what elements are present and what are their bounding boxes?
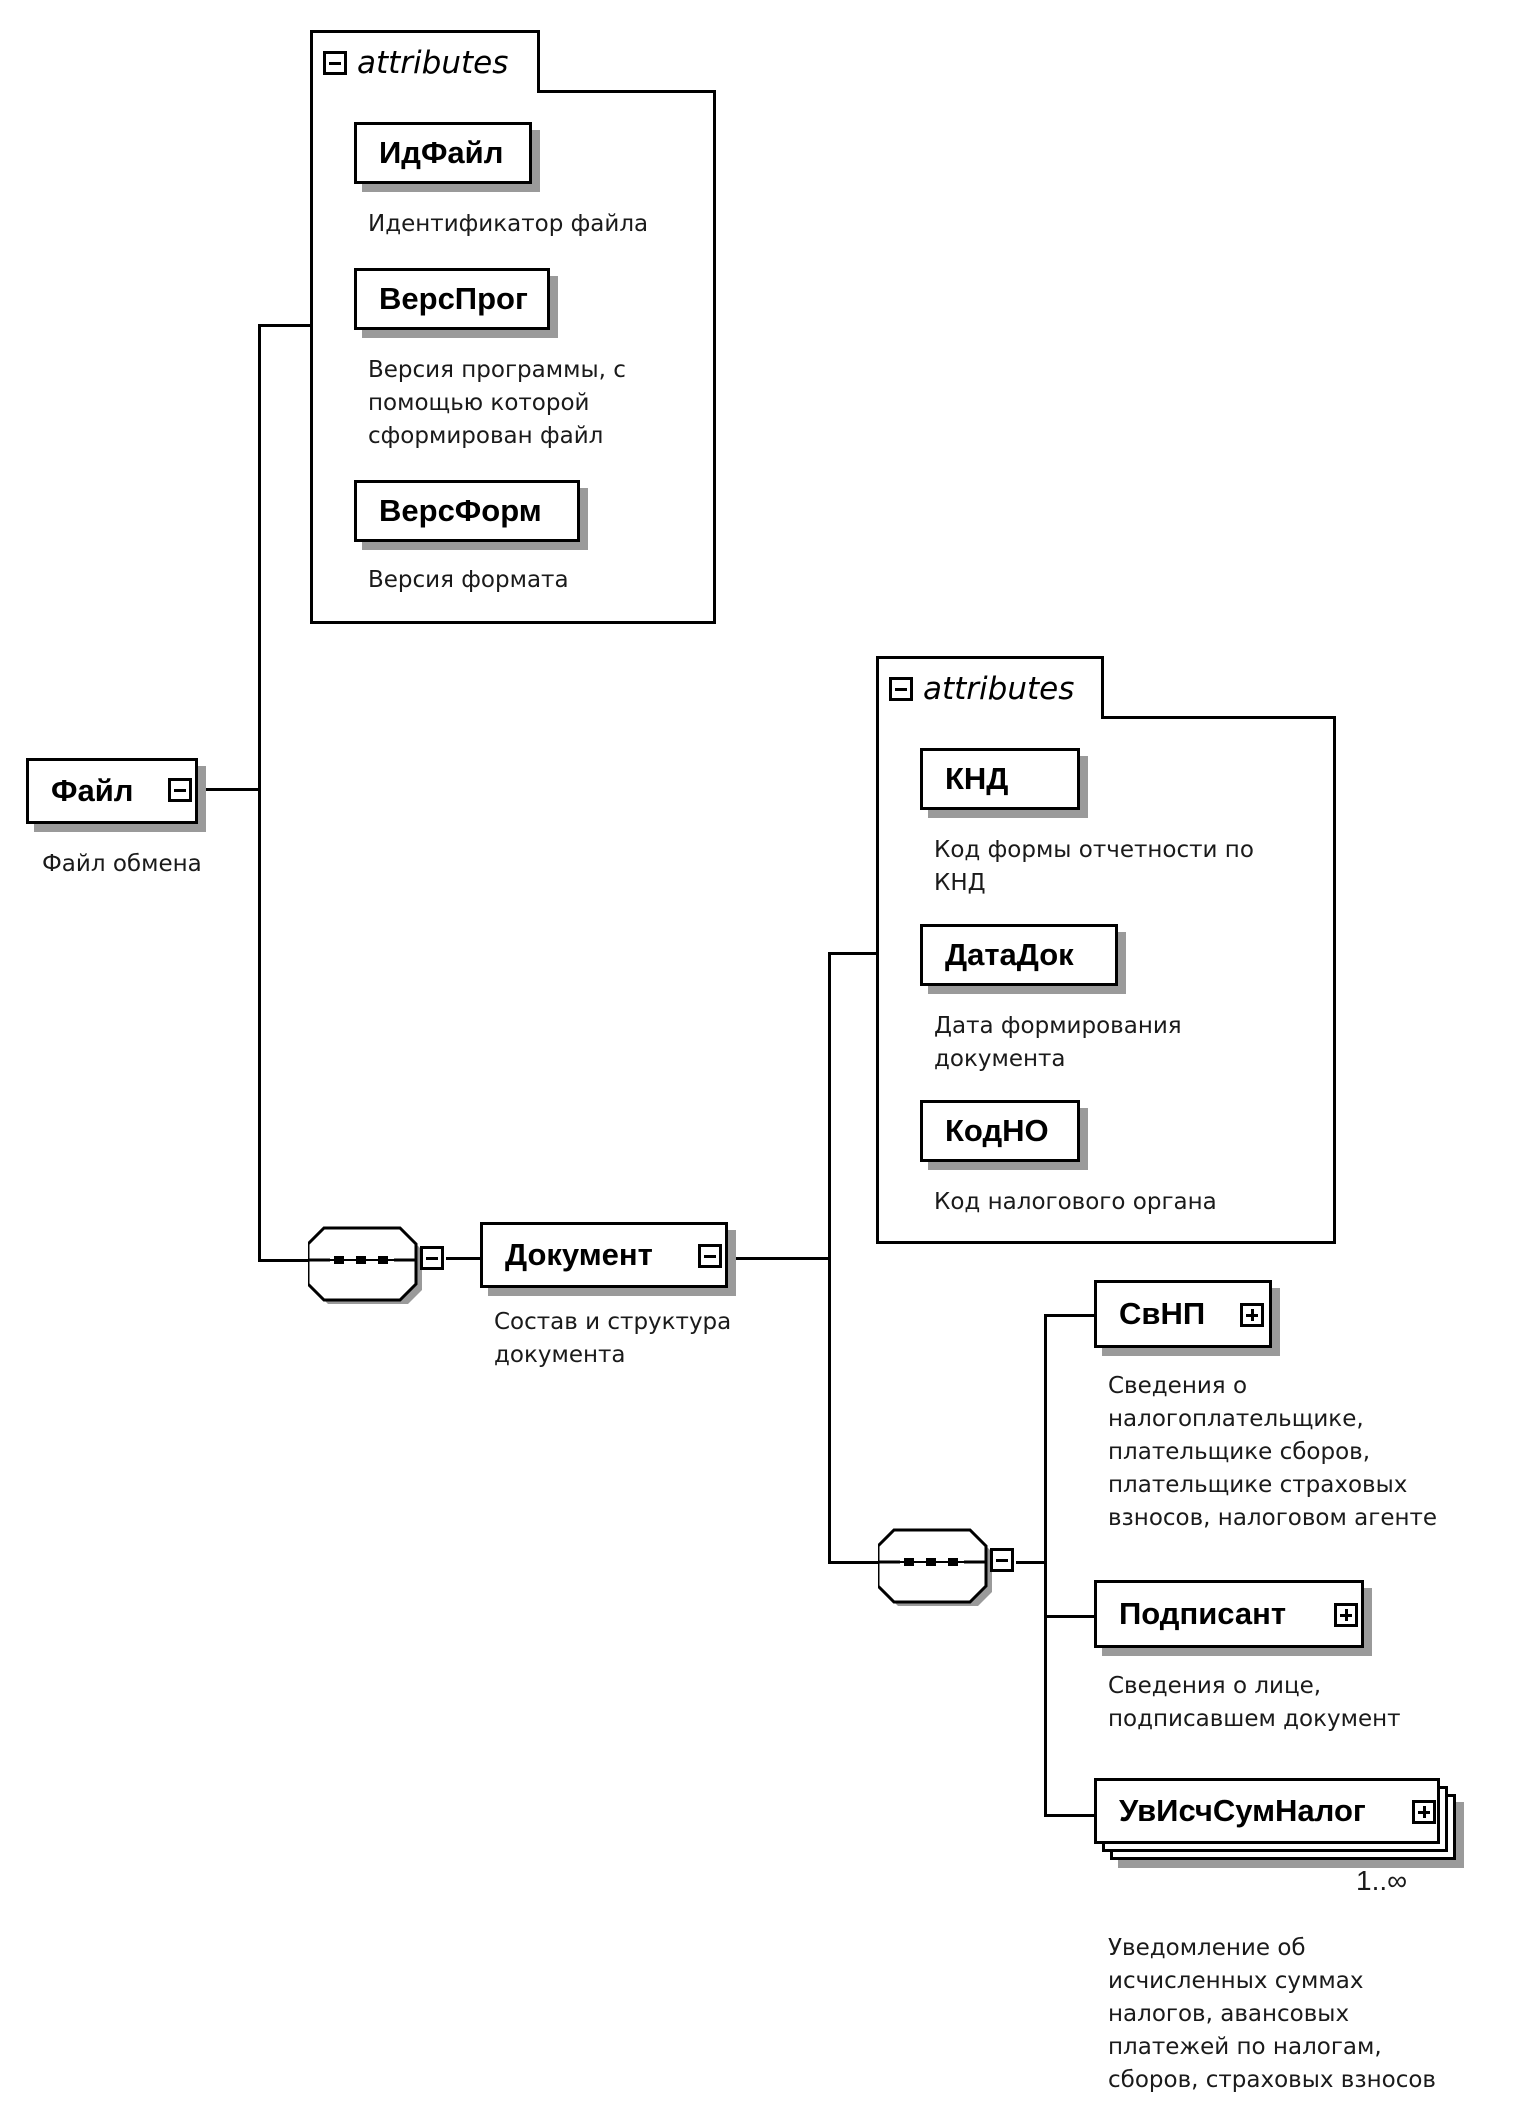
element-fail-description: Файл обмена — [42, 851, 202, 877]
attribute-knd-description: Код формы отчетности по КНД — [934, 837, 1254, 896]
connector — [1016, 1561, 1046, 1564]
attribute-idfail-label: ИдФайл — [379, 135, 504, 170]
element-podpisant-description: Сведения о лице, подписавшем документ — [1108, 1673, 1401, 1732]
element-uvischsumnalog-label: УвИсчСумНалог — [1119, 1793, 1366, 1828]
collapse-icon[interactable] — [168, 778, 192, 802]
element-svnp-label: СвНП — [1119, 1296, 1206, 1331]
attribute-idfail[interactable]: ИдФайл — [354, 122, 532, 184]
connector — [828, 1561, 880, 1564]
connector — [1044, 1615, 1094, 1618]
expand-icon[interactable] — [1412, 1800, 1436, 1824]
connector — [828, 952, 878, 955]
attribute-versform-description: Версия формата — [368, 567, 569, 593]
element-svnp-description: Сведения о налогоплательщике, плательщик… — [1108, 1373, 1438, 1531]
expand-icon[interactable] — [1240, 1303, 1264, 1327]
collapse-icon[interactable] — [889, 677, 913, 701]
element-podpisant-label: Подписант — [1119, 1596, 1287, 1631]
tab-join — [313, 88, 537, 92]
connector — [258, 324, 261, 1262]
attribute-knd-label: КНД — [945, 761, 1009, 796]
element-uvischsumnalog-description: Уведомление об исчисленных суммах налого… — [1108, 1935, 1436, 2093]
attribute-idfail-description: Идентификатор файла — [368, 211, 649, 237]
attribute-versprog-label: ВерсПрог — [379, 281, 528, 316]
sequence-compositor — [878, 1528, 992, 1606]
connector — [828, 952, 831, 1563]
attribute-versprog-description: Версия программы, с помощью которой сфор… — [368, 357, 626, 449]
element-uvischsumnalog-cardinality: 1..∞ — [1356, 1865, 1408, 1896]
collapse-icon[interactable] — [420, 1246, 444, 1270]
attribute-versform-label: ВерсФорм — [379, 493, 542, 528]
connector — [1044, 1314, 1094, 1317]
element-uvischsumnalog[interactable]: УвИсчСумНалог — [1094, 1778, 1440, 1844]
collapse-icon[interactable] — [323, 51, 347, 75]
tab-join — [879, 714, 1101, 718]
connector — [1044, 1314, 1047, 1817]
element-fail[interactable]: Файл — [26, 758, 198, 824]
element-dokument-description: Состав и структура документа — [494, 1309, 732, 1368]
connector — [200, 788, 260, 791]
file-attributes-tab[interactable]: attributes — [310, 30, 540, 93]
attribute-datadok[interactable]: ДатаДок — [920, 924, 1118, 986]
element-podpisant[interactable]: Подписант — [1094, 1580, 1364, 1648]
attribute-datadok-description: Дата формирования документа — [934, 1013, 1182, 1072]
attribute-kodno-label: КодНО — [945, 1113, 1049, 1148]
connector — [258, 1259, 310, 1262]
attributes-label: attributes — [357, 45, 509, 81]
attribute-kodno[interactable]: КодНО — [920, 1100, 1080, 1162]
element-dokument[interactable]: Документ — [480, 1222, 728, 1288]
sequence-compositor — [308, 1226, 422, 1304]
attribute-kodno-description: Код налогового органа — [934, 1189, 1217, 1215]
document-attributes-tab[interactable]: attributes — [876, 656, 1104, 719]
element-fail-label: Файл — [51, 773, 134, 808]
attributes-label: attributes — [923, 671, 1075, 707]
connector — [258, 324, 310, 327]
connector — [1044, 1814, 1094, 1817]
connector — [446, 1257, 480, 1260]
attribute-datadok-label: ДатаДок — [945, 937, 1074, 972]
attribute-versprog[interactable]: ВерсПрог — [354, 268, 550, 330]
element-dokument-label: Документ — [505, 1237, 653, 1272]
expand-icon[interactable] — [1334, 1603, 1358, 1627]
attribute-versform[interactable]: ВерсФорм — [354, 480, 580, 542]
collapse-icon[interactable] — [990, 1548, 1014, 1572]
collapse-icon[interactable] — [698, 1244, 722, 1268]
connector — [726, 1257, 830, 1260]
attribute-knd[interactable]: КНД — [920, 748, 1080, 810]
